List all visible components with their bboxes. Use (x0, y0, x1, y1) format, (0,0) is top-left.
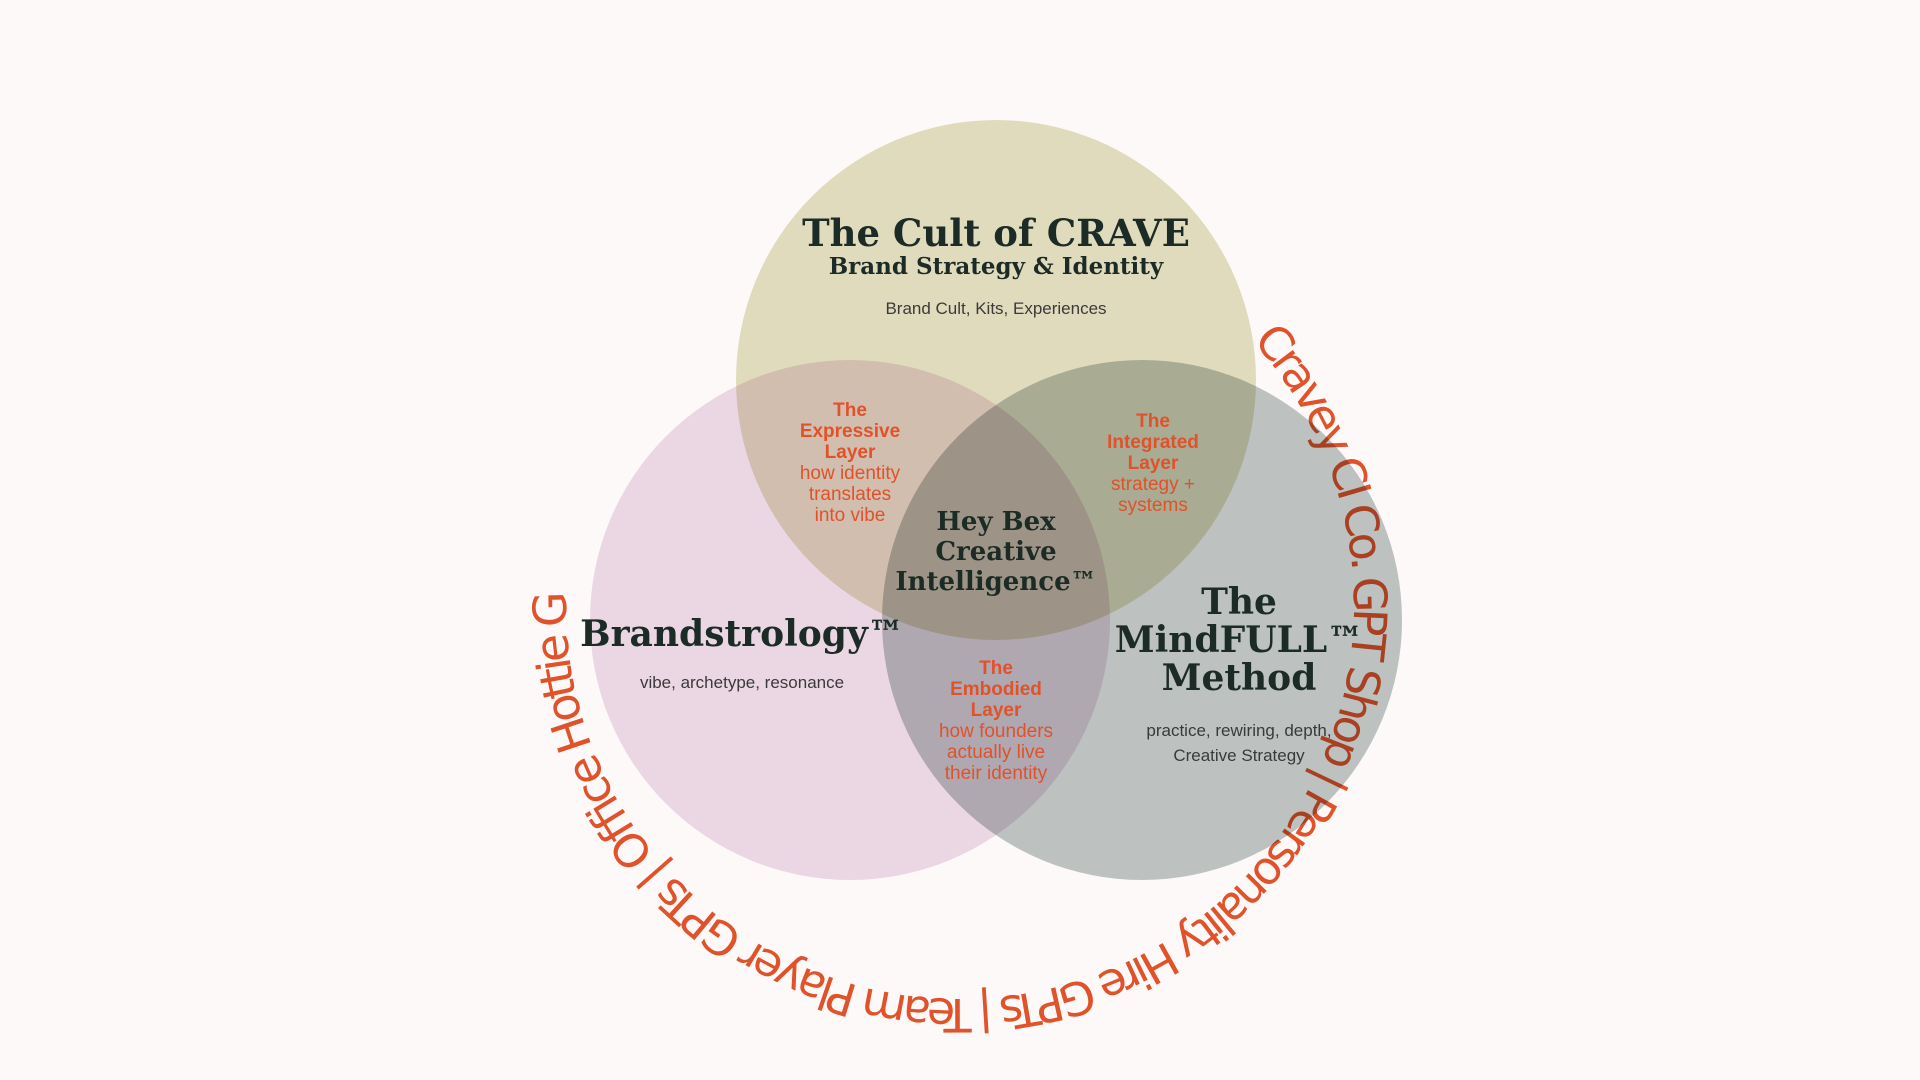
embodied-desc-line1: how founders (939, 721, 1053, 742)
embodied-title-line2: Embodied (950, 679, 1042, 700)
embodied-desc-line3: their identity (945, 763, 1048, 784)
circle-mindfull-method (882, 360, 1402, 880)
center-hey-bex: Hey Bex Creative Intelligence™ (895, 507, 1096, 597)
expressive-title-line3: Layer (825, 442, 876, 463)
circle-right-description-line1: practice, rewiring, depth, (1146, 721, 1331, 740)
expressive-desc-line2: translates (809, 484, 891, 505)
circle-top-title: The Cult of CRAVE (802, 211, 1190, 255)
embodied-title-line1: The (979, 658, 1013, 679)
center-line3: Intelligence™ (895, 567, 1096, 597)
venn-circles (590, 120, 1402, 880)
circle-top-description: Brand Cult, Kits, Experiences (885, 299, 1106, 318)
expressive-desc-line1: how identity (800, 463, 901, 484)
integrated-title-line3: Layer (1128, 453, 1179, 474)
integrated-desc-line2: systems (1118, 495, 1188, 516)
center-line2: Creative (935, 537, 1056, 567)
circle-left-description: vibe, archetype, resonance (640, 673, 844, 692)
circle-top-subtitle: Brand Strategy & Identity (829, 253, 1164, 280)
embodied-title-line3: Layer (971, 700, 1022, 721)
overlap-expressive-layer: The Expressive Layer how identity transl… (800, 400, 901, 526)
integrated-desc-line1: strategy + (1111, 474, 1195, 495)
circle-right-description-line2: Creative Strategy (1173, 746, 1305, 765)
expressive-title-line2: Expressive (800, 421, 900, 442)
center-line1: Hey Bex (936, 507, 1056, 537)
integrated-title-line2: Integrated (1107, 432, 1199, 453)
expressive-desc-line3: into vibe (815, 505, 886, 526)
circle-right-title-line1: The (1201, 581, 1277, 623)
integrated-title-line1: The (1136, 411, 1170, 432)
circle-right-title-line2: MindFULL™ (1115, 619, 1363, 661)
circle-right-title-line3: Method (1162, 657, 1317, 699)
circle-left-title: Brandstrology™ (580, 613, 904, 655)
overlap-embodied-layer: The Embodied Layer how founders actually… (939, 658, 1053, 784)
embodied-desc-line2: actually live (947, 742, 1045, 763)
expressive-title-line1: The (833, 400, 867, 421)
overlap-integrated-layer: The Integrated Layer strategy + systems (1107, 411, 1199, 516)
